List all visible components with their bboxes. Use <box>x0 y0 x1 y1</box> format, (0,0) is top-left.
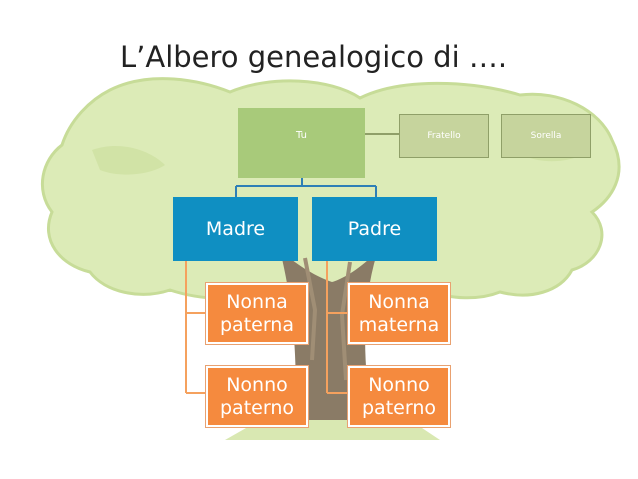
node-madre-label: Madre <box>205 218 266 240</box>
node-nonno-paterno-right: Nonno paterno <box>348 366 450 427</box>
node-nonna-paterna-label: Nonna paterna <box>219 290 294 336</box>
padre-to-grandparents-line <box>326 261 348 394</box>
slide-title: L’Albero genealogico di …. <box>120 40 508 74</box>
node-padre-label: Padre <box>347 218 402 240</box>
node-nonna-materna-label: Nonna materna <box>358 290 440 336</box>
node-nonno-paterno-right-label: Nonno paterno <box>362 373 436 419</box>
node-nonna-paterna: Nonna paterna <box>206 283 308 344</box>
tu-to-parents-line <box>235 178 377 197</box>
node-nonna-materna: Nonna materna <box>348 283 450 344</box>
node-madre: Madre <box>173 197 298 261</box>
node-nonno-paterno-left: Nonno paterno <box>206 366 308 427</box>
node-sorella: Sorella <box>501 114 591 158</box>
node-fratello: Fratello <box>399 114 489 158</box>
madre-to-grandparents-line <box>185 261 206 394</box>
connectors <box>185 133 399 394</box>
node-fratello-label: Fratello <box>427 131 461 141</box>
node-nonno-paterno-left-label: Nonno paterno <box>220 373 294 419</box>
node-padre: Padre <box>312 197 437 261</box>
node-tu: Tu <box>238 108 365 178</box>
node-sorella-label: Sorella <box>530 131 562 141</box>
node-tu-label: Tu <box>296 130 307 141</box>
